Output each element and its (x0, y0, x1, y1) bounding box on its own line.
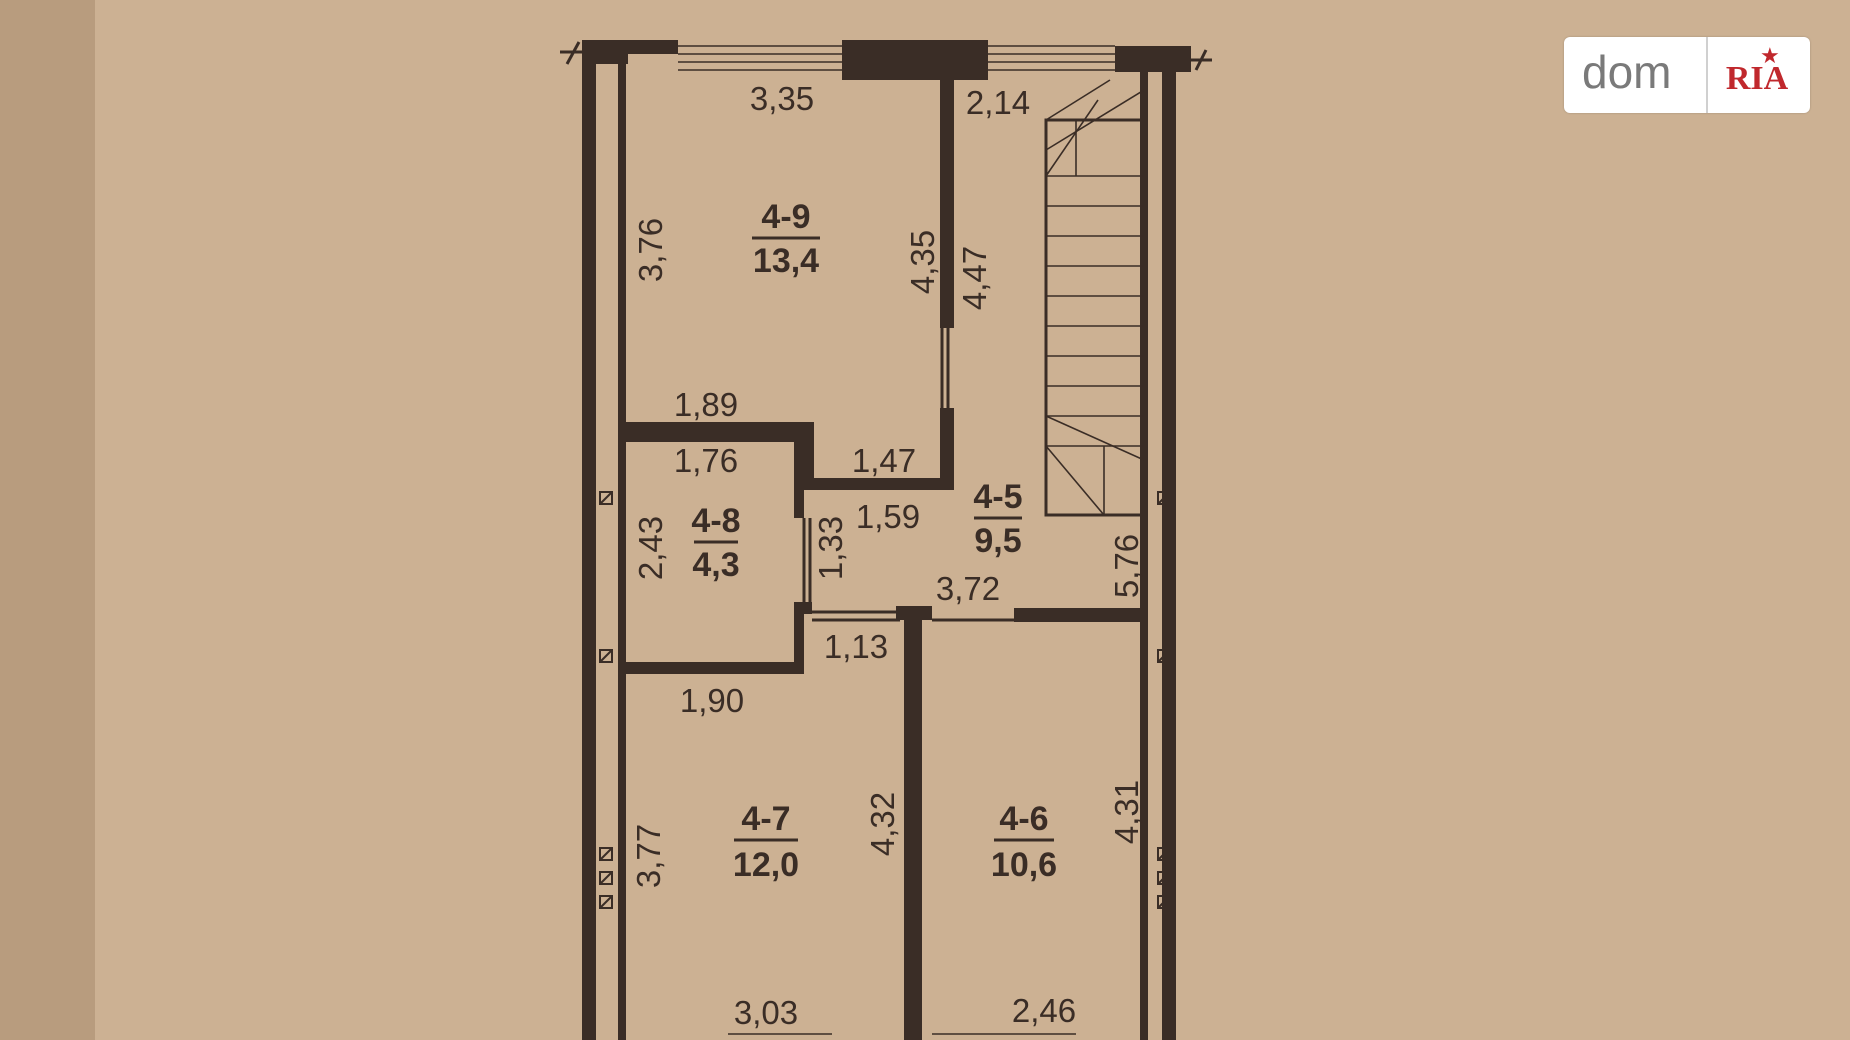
paper (95, 0, 1850, 1040)
wall-49-east-upper (940, 80, 954, 328)
room-4-7: 4-7 12,0 (733, 800, 799, 884)
logo-ria-text: RIA (1725, 60, 1789, 97)
wall-49-south-a (626, 422, 812, 434)
dim-4-6-right: 4,31 (1108, 780, 1145, 844)
room-4-6: 4-6 10,6 (991, 800, 1057, 884)
dim-4-9-left: 3,76 (632, 218, 669, 282)
wall-47-46 (904, 606, 922, 1040)
wall-49-east-lower (940, 408, 954, 490)
dim-stair-top: 2,14 (966, 84, 1030, 121)
dim-4-5-lower: 3,72 (936, 570, 1000, 607)
wall-stair-right (1144, 60, 1148, 1040)
dim-4-8-left: 2,43 (632, 516, 669, 580)
windows (678, 45, 1115, 1035)
page-margin (0, 0, 95, 1040)
wall-46-north (1014, 608, 1148, 622)
room-4-7-name: 4-7 (741, 800, 790, 838)
wall-49-south-b (800, 478, 954, 490)
wall-top-pier (842, 40, 988, 80)
room-4-9: 4-9 13,4 (752, 198, 820, 280)
wall-48-east-upper (794, 434, 804, 518)
wall-48-south (626, 662, 804, 674)
wall-48-north (626, 434, 810, 442)
wall-left-outer (582, 40, 596, 1040)
dimensions: 3,35 2,14 1,89 1,76 1,47 1,59 3,72 1,13 … (630, 80, 1145, 1031)
room-4-5-name: 4-5 (973, 478, 1022, 516)
wall-top-right (1115, 46, 1191, 72)
dim-4-7-left: 3,77 (630, 824, 667, 888)
staircase (1044, 79, 1146, 517)
logo-divider (1706, 37, 1708, 113)
room-4-5: 4-5 9,5 (973, 478, 1022, 560)
wall-top-left-cap (582, 40, 678, 54)
dim-4-8-right: 1,33 (812, 516, 849, 580)
dim-4-7-bottom: 3,03 (734, 994, 798, 1031)
dim-4-7-top: 1,90 (680, 682, 744, 719)
room-4-8-name: 4-8 (691, 502, 740, 540)
dom-ria-logo[interactable]: dom RIA ★ (1564, 37, 1810, 113)
dim-4-9-jog: 1,47 (852, 442, 916, 479)
room-4-9-area: 13,4 (753, 242, 819, 280)
wall-48-east-lower (794, 602, 804, 674)
dim-4-5-door: 1,13 (824, 628, 888, 665)
room-4-7-area: 12,0 (733, 846, 799, 884)
interior-walls (626, 60, 1148, 1040)
room-4-8-area: 4,3 (692, 546, 739, 584)
vent-ducts (599, 491, 1171, 909)
dim-4-8-top: 1,76 (674, 442, 738, 479)
dim-4-9-bottom: 1,89 (674, 386, 738, 423)
room-4-5-area: 9,5 (974, 522, 1021, 560)
room-4-8: 4-8 4,3 (691, 502, 740, 584)
logo-dom-text: dom (1582, 46, 1672, 98)
dim-4-5-right: 5,76 (1108, 534, 1145, 598)
dim-4-5-upper: 1,59 (856, 498, 920, 535)
room-4-6-area: 10,6 (991, 846, 1057, 884)
room-4-6-name: 4-6 (999, 800, 1048, 838)
star-icon: ★ (1760, 43, 1780, 68)
dim-4-6-bottom: 2,46 (1012, 992, 1076, 1029)
dim-stair-left: 4,47 (956, 246, 993, 310)
wall-left-inner (618, 58, 626, 1040)
dim-4-7-right: 4,32 (864, 792, 901, 856)
dim-4-9-top: 3,35 (750, 80, 814, 117)
dim-4-9-right: 4,35 (904, 230, 941, 294)
wall-right-outer (1162, 46, 1176, 1040)
room-4-9-name: 4-9 (761, 198, 810, 236)
